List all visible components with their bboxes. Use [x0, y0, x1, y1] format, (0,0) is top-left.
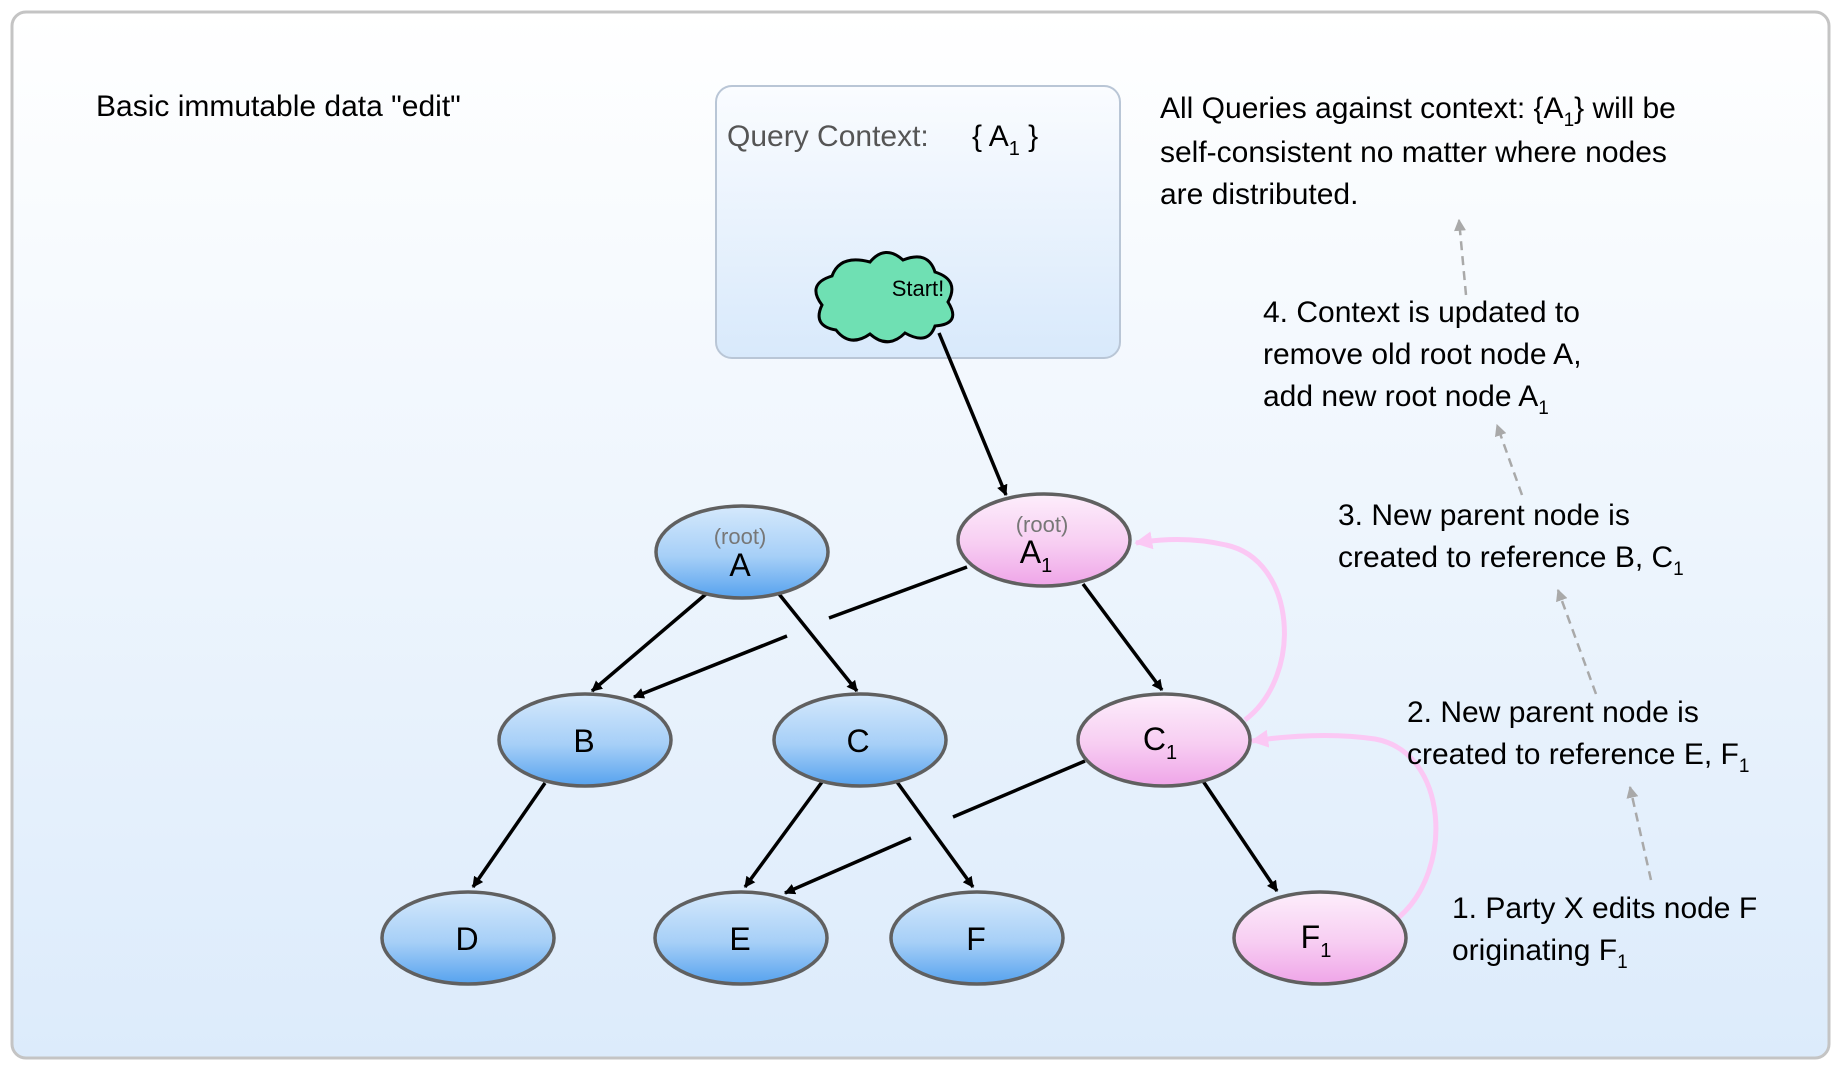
node-a-tag: (root)	[714, 524, 767, 549]
node-c1: C1	[1076, 692, 1252, 788]
node-f: F	[889, 890, 1065, 986]
dashed-arrow-1-2	[1626, 785, 1653, 881]
node-f1-label: F1	[1301, 919, 1332, 962]
svg-text:All Queries against context: {: All Queries against context: {A1} will b…	[1160, 92, 1676, 131]
node-d-label: D	[455, 921, 478, 957]
svg-text:originating F1: originating F1	[1452, 934, 1628, 973]
node-a-label: A	[729, 547, 751, 583]
edge-a1-b-part2	[632, 634, 788, 699]
edge-a-c	[777, 592, 859, 693]
start-cloud: Start!	[814, 251, 955, 344]
node-a1: (root) A1	[956, 492, 1132, 588]
node-c1-label: C1	[1143, 721, 1177, 764]
edge-a1-c1	[1081, 582, 1164, 692]
svg-text:are distributed.: are distributed.	[1160, 178, 1358, 211]
svg-text:1. Party X edits node F: 1. Party X edits node F	[1452, 892, 1757, 925]
edge-a1-b-part1	[828, 565, 968, 620]
dashed-arrow-2-3	[1556, 588, 1598, 695]
query-context-value: { A1 }	[972, 120, 1038, 160]
dashed-arrow-3-4	[1494, 423, 1524, 496]
summary-note: All Queries against context: {A1} will b…	[1160, 92, 1676, 211]
node-a1-tag: (root)	[1016, 512, 1069, 537]
node-c-label: C	[846, 723, 869, 759]
pink-arrow-f1-c1	[1250, 729, 1439, 920]
edge-c1-e-part2	[783, 836, 912, 895]
edge-c1-f1	[1201, 780, 1279, 892]
diagram-panel	[10, 10, 1831, 1060]
start-label: Start!	[892, 276, 945, 301]
svg-text:self-consistent no matter wher: self-consistent no matter where nodes	[1160, 136, 1667, 169]
pink-arrows	[1134, 531, 1439, 920]
edge-c-e	[743, 780, 824, 889]
svg-text:remove old root node A,: remove old root node A,	[1263, 338, 1582, 371]
dashed-arrow-4-summary	[1454, 218, 1468, 296]
node-b: B	[497, 692, 673, 788]
tree-edges	[471, 332, 1279, 895]
node-c: C	[772, 692, 948, 788]
diagram-title: Basic immutable data "edit"	[96, 90, 461, 123]
node-f1: F1	[1232, 890, 1408, 986]
svg-text:2. New parent node is: 2. New parent node is	[1407, 696, 1699, 729]
edge-c1-e-part1	[952, 759, 1086, 819]
svg-text:4. Context is updated to: 4. Context is updated to	[1263, 296, 1580, 329]
edge-start-a1	[937, 332, 1008, 497]
step-2-note: 2. New parent node is created to referen…	[1407, 696, 1749, 777]
node-a: (root) A	[654, 504, 830, 600]
svg-text:add new root node A1: add new root node A1	[1263, 380, 1549, 419]
edge-c-f	[895, 780, 975, 889]
node-e-label: E	[729, 921, 750, 957]
node-b-label: B	[573, 723, 594, 759]
query-context-label: Query Context:	[727, 120, 929, 153]
step-1-note: 1. Party X edits node F originating F1	[1452, 892, 1757, 973]
step-3-note: 3. New parent node is created to referen…	[1338, 499, 1684, 580]
step-4-note: 4. Context is updated to remove old root…	[1263, 296, 1582, 419]
edge-b-d	[471, 782, 547, 888]
pink-arrow-c1-a1	[1134, 531, 1287, 722]
node-e: E	[653, 890, 829, 986]
node-f-label: F	[966, 921, 986, 957]
edge-a-b	[590, 592, 708, 693]
svg-text:created to reference B, C1: created to reference B, C1	[1338, 541, 1684, 580]
dashed-arrows	[1454, 218, 1653, 881]
svg-text:created to reference E, F1: created to reference E, F1	[1407, 738, 1749, 777]
node-d: D	[380, 890, 556, 986]
node-a1-label: A1	[1020, 534, 1052, 577]
svg-text:3. New parent node is: 3. New parent node is	[1338, 499, 1630, 532]
